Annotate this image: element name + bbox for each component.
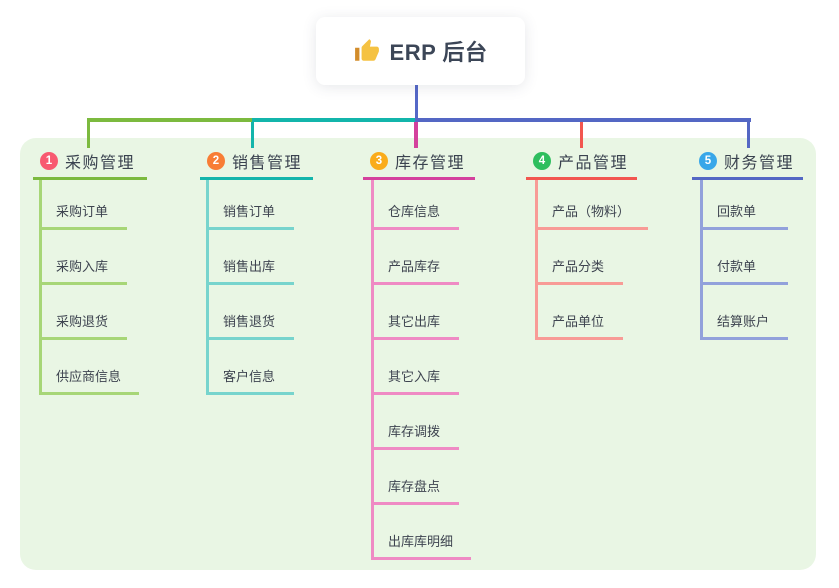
branch-drop-line: [414, 118, 418, 148]
branch-underline: [200, 177, 313, 180]
branches-panel: [20, 138, 816, 570]
branch-underline: [363, 177, 475, 180]
branch-drop-line: [250, 118, 254, 148]
branch-node-4[interactable]: 4 产品管理: [533, 150, 629, 172]
root-connector-line: [414, 84, 418, 122]
child-node[interactable]: 产品库存: [374, 230, 459, 285]
root-label: ERP 后台: [389, 40, 488, 65]
children-group: 采购订单采购入库采购退货供应商信息: [39, 180, 140, 395]
child-node[interactable]: 付款单: [703, 230, 788, 285]
connector-bus-line: [86, 118, 254, 122]
child-node[interactable]: 销售退货: [209, 285, 294, 340]
thumbs-up-icon: [354, 39, 379, 61]
branch-number-badge: 3: [370, 151, 388, 170]
connector-bus-line: [414, 118, 751, 122]
branch-underline: [526, 177, 637, 180]
child-node[interactable]: 采购订单: [42, 180, 127, 230]
branch-label: 销售管理: [232, 154, 303, 172]
branch-node-5[interactable]: 5 财务管理: [699, 150, 795, 172]
branch-drop-line: [579, 118, 583, 148]
child-node[interactable]: 回款单: [703, 180, 788, 230]
branch-label: 财务管理: [724, 154, 795, 172]
child-node[interactable]: 销售订单: [209, 180, 294, 230]
branch-drop-line: [746, 118, 750, 148]
children-group: 回款单付款单结算账户: [700, 180, 788, 340]
branch-label: 采购管理: [65, 154, 136, 172]
child-node[interactable]: 仓库信息: [374, 180, 459, 230]
branch-node-3[interactable]: 3 库存管理: [370, 150, 466, 172]
branch-number-badge: 5: [699, 151, 717, 170]
child-node[interactable]: 其它出库: [374, 285, 459, 340]
child-node[interactable]: 出库库明细: [374, 505, 472, 560]
child-node[interactable]: 采购入库: [42, 230, 127, 285]
child-node[interactable]: 其它入库: [374, 340, 459, 395]
branch-number-badge: 4: [533, 151, 551, 170]
children-group: 销售订单销售出库销售退货客户信息: [206, 180, 294, 395]
child-node[interactable]: 产品（物料）: [538, 180, 649, 230]
child-node[interactable]: 供应商信息: [42, 340, 140, 395]
branch-node-1[interactable]: 1 采购管理: [40, 150, 136, 172]
branch-underline: [33, 177, 147, 180]
branch-label: 产品管理: [558, 154, 629, 172]
branch-number-badge: 2: [207, 151, 225, 170]
branch-drop-line: [86, 118, 90, 148]
child-node[interactable]: 采购退货: [42, 285, 127, 340]
branch-underline: [692, 177, 803, 180]
connector-bus-line: [252, 118, 417, 122]
children-group: 仓库信息产品库存其它出库其它入库库存调拨库存盘点出库库明细: [371, 180, 472, 560]
child-node[interactable]: 销售出库: [209, 230, 294, 285]
branch-node-2[interactable]: 2 销售管理: [207, 150, 303, 172]
child-node[interactable]: 产品分类: [538, 230, 623, 285]
branch-label: 库存管理: [395, 154, 466, 172]
child-node[interactable]: 结算账户: [703, 285, 788, 340]
child-node[interactable]: 客户信息: [209, 340, 294, 395]
children-group: 产品（物料）产品分类产品单位: [535, 180, 649, 340]
child-node[interactable]: 库存调拨: [374, 395, 459, 450]
child-node[interactable]: 产品单位: [538, 285, 623, 340]
branch-number-badge: 1: [40, 151, 58, 170]
child-node[interactable]: 库存盘点: [374, 450, 459, 505]
root-node[interactable]: ERP 后台: [316, 17, 525, 85]
